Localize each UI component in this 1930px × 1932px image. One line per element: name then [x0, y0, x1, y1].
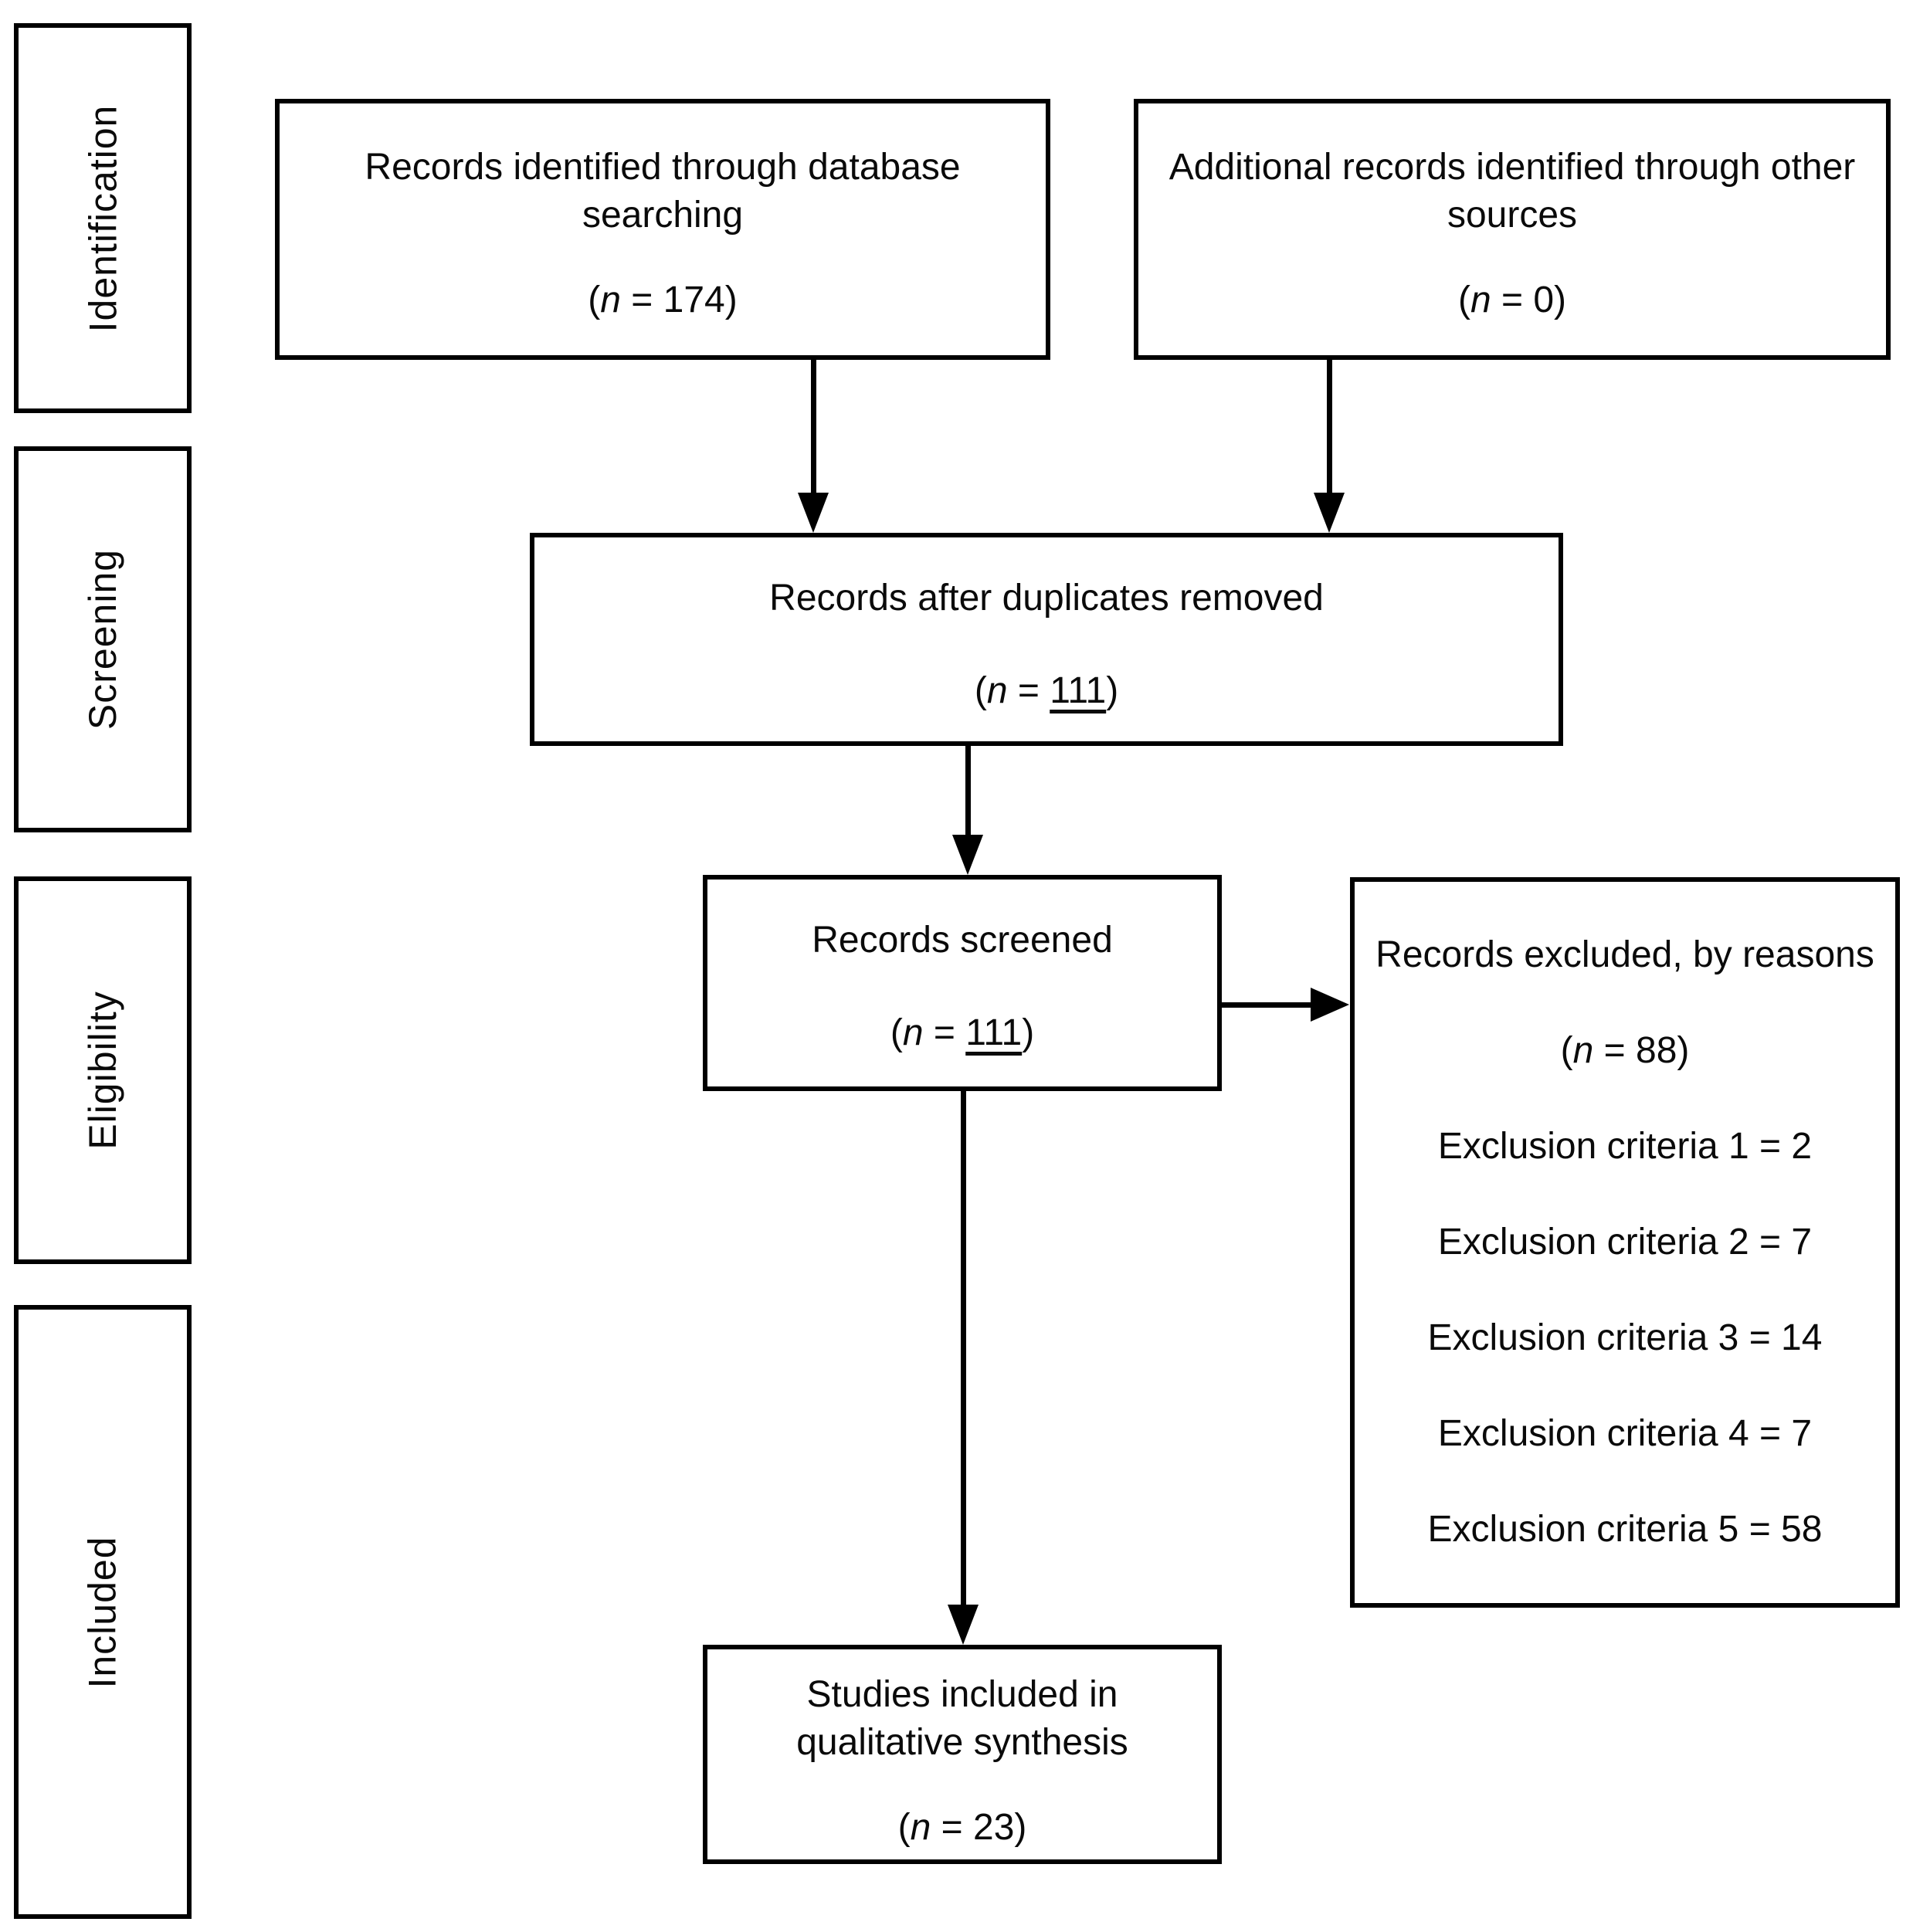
- box-title: Records screened: [812, 920, 1113, 961]
- arrowhead-down-icon: [1314, 493, 1345, 533]
- box-studies-included: Studies included in qualitative synthesi…: [703, 1645, 1222, 1864]
- exclusion-reason: Exclusion criteria 3 = 14: [1427, 1317, 1823, 1358]
- box-records-deduplicated: Records after duplicates removed (n = 11…: [530, 533, 1563, 746]
- box-records-screened: Records screened (n = 111): [703, 875, 1222, 1091]
- box-count: (n = 174): [588, 280, 738, 320]
- box-count: (n = 23): [897, 1807, 1027, 1848]
- box-records-excluded: Records excluded, by reasons (n = 88) Ex…: [1350, 877, 1900, 1608]
- arrowhead-down-icon: [952, 835, 983, 875]
- box-title: Records identified through database sear…: [365, 147, 961, 236]
- box-title: Records after duplicates removed: [769, 578, 1324, 619]
- exclusion-reason: Exclusion criteria 5 = 58: [1427, 1509, 1823, 1550]
- arrowhead-down-icon: [798, 493, 829, 533]
- box-title: Additional records identified through ot…: [1169, 147, 1856, 236]
- exclusion-reason: Exclusion criteria 4 = 7: [1437, 1413, 1813, 1454]
- arrowhead-down-icon: [948, 1605, 979, 1645]
- stage-label-included: Included: [80, 1535, 124, 1689]
- stage-label-identification: Identification: [81, 104, 124, 332]
- arrow-screened-to-included: [961, 1091, 966, 1605]
- arrow-additional-to-deduplicated: [1327, 360, 1332, 493]
- exclusion-reason: Exclusion criteria 1 = 2: [1437, 1126, 1813, 1167]
- exclusion-reason: Exclusion criteria 2 = 7: [1437, 1222, 1813, 1263]
- box-count: (n = 88): [1560, 1030, 1690, 1071]
- box-count: (n = 111): [974, 670, 1119, 711]
- stage-box-screening: Screening: [14, 446, 192, 832]
- box-title: Records excluded, by reasons: [1375, 934, 1874, 975]
- box-count: (n = 111): [890, 1012, 1035, 1053]
- arrow-identified-to-deduplicated: [811, 360, 816, 493]
- stage-label-screening: Screening: [81, 548, 124, 730]
- box-additional-records: Additional records identified through ot…: [1134, 99, 1891, 360]
- box-title: Studies included in qualitative synthesi…: [796, 1674, 1128, 1763]
- stage-box-eligibility: Eligibility: [14, 876, 192, 1264]
- box-count: (n = 0): [1457, 280, 1567, 320]
- arrowhead-right-icon: [1311, 988, 1349, 1022]
- arrow-deduplicated-to-screened: [965, 746, 971, 835]
- stage-box-included: Included: [14, 1305, 192, 1919]
- stage-label-eligibility: Eligibility: [80, 991, 124, 1150]
- arrow-screened-to-excluded: [1222, 1002, 1311, 1008]
- box-records-identified: Records identified through database sear…: [275, 99, 1050, 360]
- stage-box-identification: Identification: [14, 23, 192, 413]
